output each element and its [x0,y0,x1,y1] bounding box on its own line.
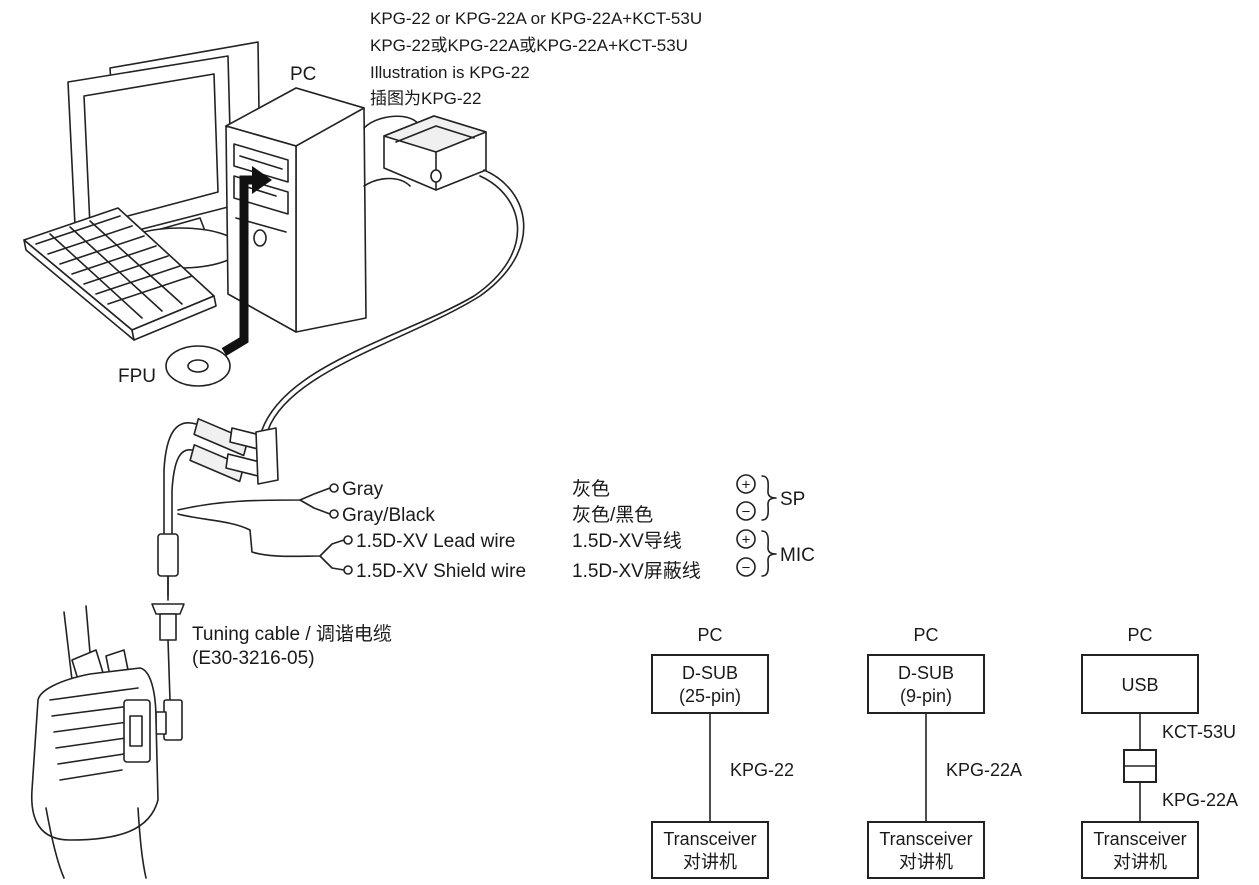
block2-device-line2: 对讲机 [899,852,953,872]
output-wires [177,483,353,575]
block2-device-line1: Transceiver [879,829,972,849]
wire-labels: Gray Gray/Black 1.5D-XV Lead wire 1.5D-X… [342,478,701,582]
fpu-label: FPU [118,366,156,387]
block3-pc-label: PC [1127,625,1152,645]
plug-assembly [163,418,279,541]
block2-port-box [867,654,985,714]
transceiver-illustration [30,605,159,879]
block2-port-line2: (9-pin) [900,686,952,706]
install-arrow [221,175,256,356]
block1-cable-lower: KPG-22 [730,760,794,780]
tuning-cable-label: Tuning cable / 调谐电缆 [192,623,392,645]
wire-grayblack-en: Gray/Black [342,505,435,526]
block-diagram-1: PC D-SUB (25-pin) KPG-22 Transceiver 对讲机 [651,625,794,879]
block1-device-box [651,821,769,879]
sp-brace [761,475,777,521]
polarity-grayblack: − [742,504,751,521]
pc-label: PC [290,64,316,85]
wire-shield-cn: 1.5D-XV屏蔽线 [572,560,701,582]
keyboard-illustration [23,207,217,341]
polarity-shield: − [742,560,751,577]
kpg22-interface-illustration [383,115,487,191]
mic-brace [761,530,777,577]
tuning-cable-illustration [151,533,185,741]
block3-device-box [1081,821,1199,879]
polarity-lead: + [742,532,751,549]
header-line-2: KPG-22或KPG-22A或KPG-22A+KCT-53U [370,36,688,55]
block1-device-line1: Transceiver [663,829,756,849]
mic-group-label: MIC [780,545,815,566]
block2-device-box [867,821,985,879]
block1-port-line2: (25-pin) [679,686,741,706]
wire-lead-en: 1.5D-XV Lead wire [356,531,515,552]
interface-cable [267,169,525,431]
block3-port-line1: USB [1121,675,1158,695]
polarity-symbols: + − + − [736,474,756,577]
header-line-4: 插图为KPG-22 [370,89,481,108]
block2-port-line1: D-SUB [898,663,954,683]
wire-lead-cn: 1.5D-XV导线 [572,530,682,552]
block2-pc-label: PC [913,625,938,645]
block3-device-line2: 对讲机 [1113,852,1167,872]
polarity-gray: + [742,477,751,494]
block3-device-line1: Transceiver [1093,829,1186,849]
header-line-3: Illustration is KPG-22 [370,63,530,82]
block3-port-box [1081,654,1199,714]
header-labels: KPG-22 or KPG-22A or KPG-22A+KCT-53U KPG… [370,9,702,108]
block1-port-line1: D-SUB [682,663,738,683]
block1-device-line2: 对讲机 [683,852,737,872]
header-line-1: KPG-22 or KPG-22A or KPG-22A+KCT-53U [370,9,702,28]
block3-cable-upper: KCT-53U [1162,722,1236,742]
wire-grayblack-cn: 灰色/黑色 [572,504,653,526]
block1-port-box [651,654,769,714]
block-diagram-3: PC USB KCT-53U KPG-22A Transceiver 对讲机 [1081,625,1238,879]
wire-gray-cn: 灰色 [572,478,610,500]
tuning-cable-part: (E30-3216-05) [192,648,315,669]
wire-gray-en: Gray [342,479,384,500]
fpu-cd-icon [165,345,231,387]
block2-cable-lower: KPG-22A [946,760,1022,780]
block-diagram-2: PC D-SUB (9-pin) KPG-22A Transceiver 对讲机 [867,625,1022,879]
block3-cable-lower: KPG-22A [1162,790,1238,810]
sp-group-label: SP [780,489,805,510]
block1-pc-label: PC [697,625,722,645]
wire-shield-en: 1.5D-XV Shield wire [356,561,526,582]
